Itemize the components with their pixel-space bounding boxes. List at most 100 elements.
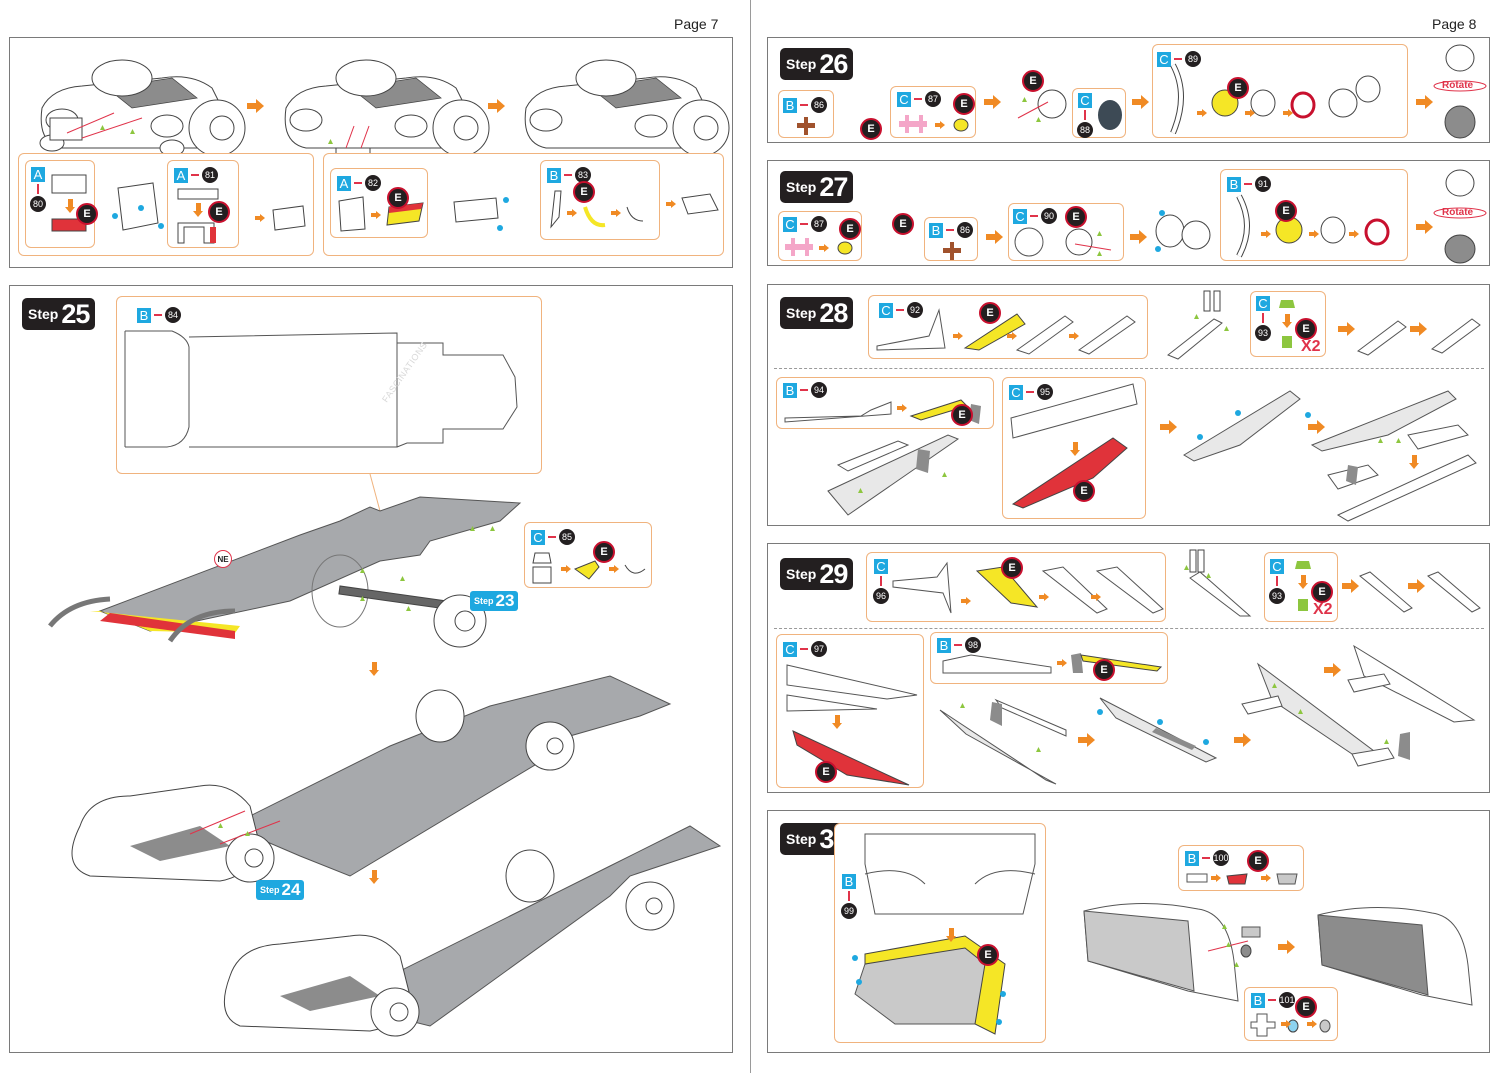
part-ref-A81: A 81 bbox=[174, 167, 218, 183]
part-number: 84 bbox=[165, 307, 181, 323]
part-ref-B83: B 83 bbox=[547, 167, 591, 183]
section-divider bbox=[774, 368, 1484, 369]
part-number: 97 bbox=[811, 641, 827, 657]
floor-panel-flat-shape bbox=[124, 330, 518, 448]
glue-marker: E bbox=[860, 118, 882, 140]
glue-marker: E bbox=[1275, 200, 1297, 222]
step-25-panel: Step 25 B 84 FASCINATIONS N bbox=[9, 285, 733, 1053]
wheel-subassembly bbox=[1155, 210, 1211, 252]
step-word: Step bbox=[786, 831, 817, 847]
step-24-reference: Step 24 bbox=[256, 880, 305, 900]
glue-marker: E bbox=[573, 181, 595, 203]
part-83-box: B 83 E bbox=[540, 160, 660, 240]
part-ref-B84: B 84 bbox=[137, 307, 181, 323]
glue-marker: E bbox=[892, 213, 914, 235]
part-91-box: B 91 E bbox=[1220, 169, 1408, 261]
sheet-letter: C bbox=[1270, 559, 1284, 574]
sheet-letter: B bbox=[937, 637, 951, 653]
part-ref-C93: C 93 bbox=[1269, 559, 1285, 604]
bumper-result-shape bbox=[272, 205, 306, 231]
bumper-assembly-callout: A 80 E A 81 bbox=[18, 153, 314, 256]
step-27-panel: Step 27 C 87 E E B 86 C 90 E B bbox=[767, 160, 1490, 266]
quantity-multiplier: X2 bbox=[1301, 338, 1321, 355]
glue-marker: E bbox=[1073, 480, 1095, 502]
ref-dash bbox=[896, 309, 904, 311]
body-shell-final bbox=[1317, 906, 1473, 1006]
step-26-badge: Step 26 bbox=[780, 48, 854, 80]
ref-dash bbox=[1262, 313, 1264, 323]
step-number: 26 bbox=[819, 48, 848, 79]
sheet-letter: C bbox=[874, 559, 888, 574]
step-27-badge: Step 27 bbox=[780, 171, 854, 203]
sheet-letter: C bbox=[531, 529, 545, 545]
part-93-shape bbox=[1279, 300, 1295, 348]
wheel-rotate-illustration bbox=[1433, 44, 1487, 139]
part-81-shape bbox=[177, 188, 219, 244]
part-ref-C95: C 95 bbox=[1009, 384, 1053, 400]
step-28-panel: Step 28 C 92 E C 93 E X2 bbox=[767, 284, 1490, 526]
ref-dash bbox=[548, 536, 556, 538]
part-92-box: C 92 E bbox=[868, 295, 1148, 359]
sheet-letter: C bbox=[1256, 296, 1270, 311]
ref-dash bbox=[1174, 58, 1182, 60]
part-ref-C88: C 88 bbox=[1077, 93, 1093, 138]
step-number: 24 bbox=[281, 880, 301, 899]
page-number-7: Page 7 bbox=[674, 16, 719, 32]
step-30-panel: Step 30 B 99 E B 100 E B bbox=[767, 810, 1490, 1053]
glue-marker: E bbox=[76, 203, 98, 225]
chassis-assembly-stage-1 bbox=[71, 675, 672, 883]
ref-dash bbox=[1026, 391, 1034, 393]
grille-assembly-callout: A 82 E B 83 bbox=[323, 153, 724, 256]
step-29-badge: Step 29 bbox=[780, 558, 854, 590]
part-number: 87 bbox=[811, 216, 827, 232]
step-number: 29 bbox=[819, 558, 848, 589]
ref-dash bbox=[1084, 110, 1086, 120]
glue-marker: E bbox=[1295, 318, 1317, 340]
part-82-shape bbox=[338, 196, 424, 232]
part-85-callout: C 85 E bbox=[524, 522, 652, 588]
part-number: 101 bbox=[1279, 992, 1295, 1008]
axle-subassembly bbox=[1017, 89, 1067, 122]
step-word: Step bbox=[474, 596, 494, 606]
part-ref-C92: C 92 bbox=[879, 302, 923, 318]
part-93-box: C 93 E X2 bbox=[1250, 291, 1326, 357]
ref-dash bbox=[848, 891, 850, 901]
part-97-box: C 97 E bbox=[776, 634, 924, 788]
wheel-rotate-illustration bbox=[1433, 169, 1487, 264]
part-90-shape bbox=[1014, 227, 1112, 257]
part-number: 100 bbox=[1213, 850, 1229, 866]
part-100-shape bbox=[1186, 873, 1298, 885]
ref-dash bbox=[191, 174, 199, 176]
part-number: 86 bbox=[957, 222, 973, 238]
step-word: Step bbox=[786, 179, 817, 195]
part-93-box: C 93 E X2 bbox=[1264, 552, 1338, 622]
part-number: 80 bbox=[30, 196, 46, 212]
continued-step-panel: A 80 E A 81 bbox=[9, 37, 733, 268]
part-88-shape bbox=[1098, 100, 1122, 130]
sheet-letter: B bbox=[1227, 176, 1241, 192]
part-95-shapes bbox=[1010, 383, 1138, 509]
ref-dash bbox=[564, 174, 572, 176]
ref-dash bbox=[1030, 215, 1038, 217]
part-number: 82 bbox=[365, 175, 381, 191]
part-84-callout: B 84 FASCINATIONS bbox=[116, 296, 542, 474]
step-23-reference: Step 23 bbox=[470, 591, 519, 611]
part-number: 86 bbox=[811, 97, 827, 113]
car-front-illustration-3 bbox=[524, 59, 730, 157]
part-ref-B86: B 86 bbox=[783, 97, 827, 113]
part-ref-C89: C 89 bbox=[1157, 51, 1201, 67]
part-ref-B86: B 86 bbox=[929, 222, 973, 238]
glue-marker: E bbox=[1295, 996, 1317, 1018]
part-93-shape bbox=[1295, 561, 1311, 611]
wing-assembly-stage bbox=[1097, 697, 1218, 763]
part-85-shape bbox=[532, 552, 646, 584]
part-96-box: C 96 E bbox=[866, 552, 1166, 622]
part-number: 89 bbox=[1185, 51, 1201, 67]
part-number: 96 bbox=[873, 588, 889, 604]
rotate-label: Rotate bbox=[1442, 207, 1474, 218]
wing-with-thrusters bbox=[1241, 662, 1380, 759]
part-ref-C85: C 85 bbox=[531, 529, 575, 545]
ref-dash bbox=[1244, 183, 1252, 185]
section-divider bbox=[774, 628, 1484, 629]
step-word: Step bbox=[786, 305, 817, 321]
